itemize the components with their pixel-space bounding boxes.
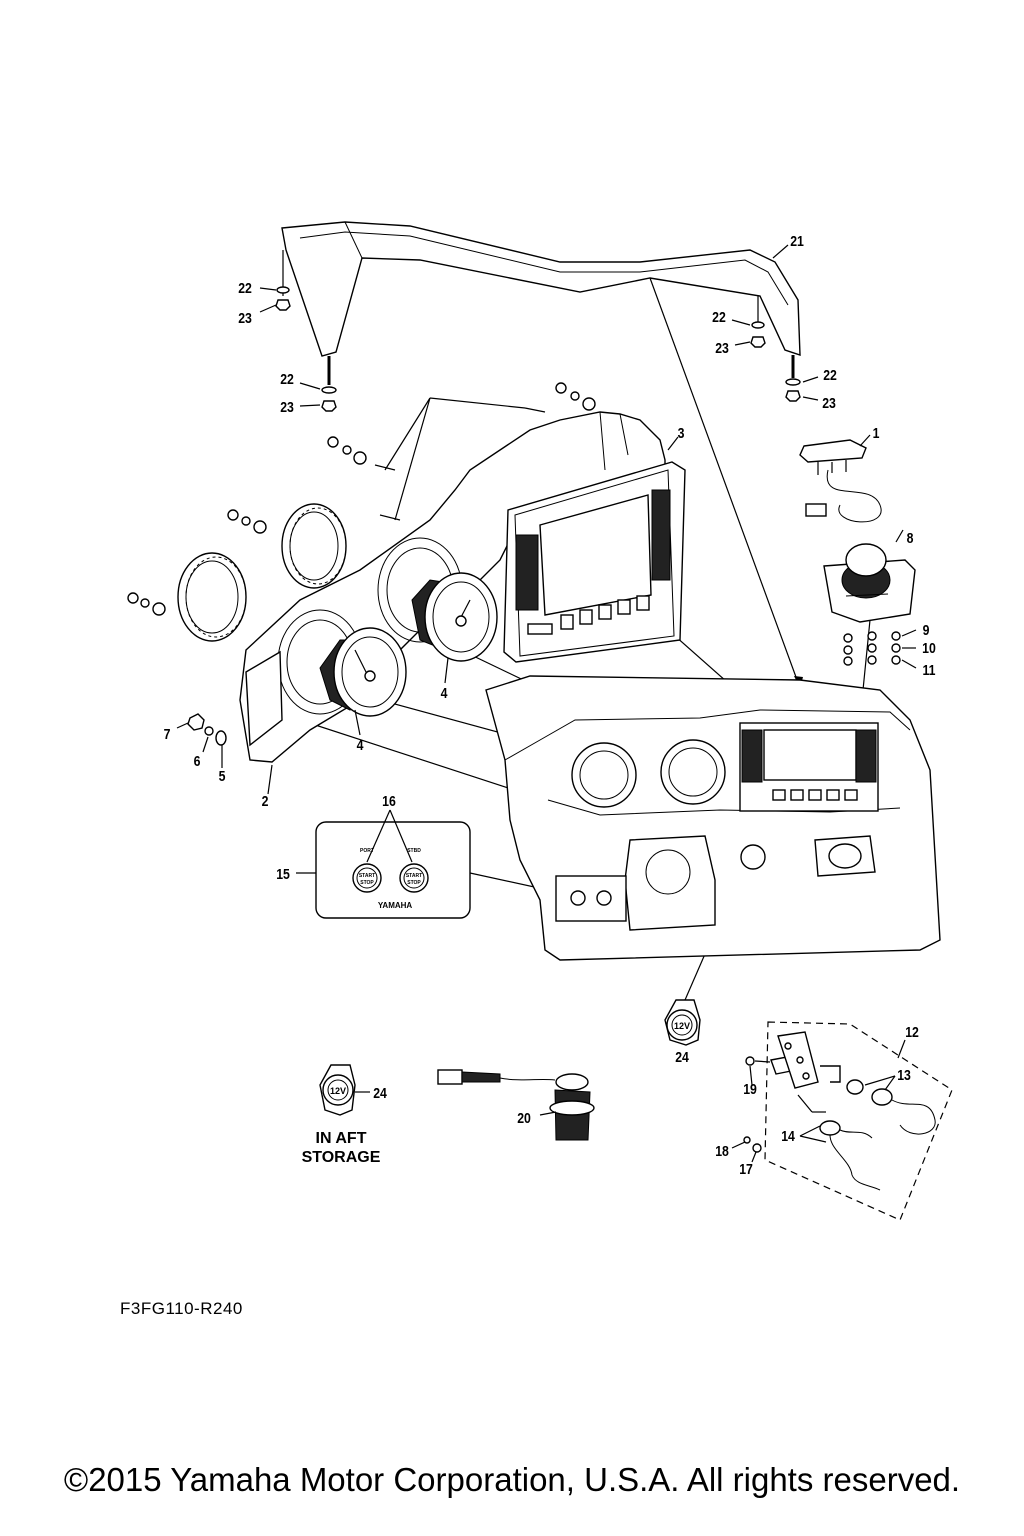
callout-23: 23 (238, 310, 252, 326)
copyright-notice: ©2015 Yamaha Motor Corporation, U.S.A. A… (63, 1461, 961, 1498)
aft-storage-note-line1: IN AFT (316, 1130, 367, 1147)
outlet-12v-label-aft: 12V (330, 1086, 346, 1096)
callout-4: 4 (357, 737, 364, 753)
outlet-24-upper: 12V (664, 999, 701, 1046)
multifunction-display (503, 436, 686, 663)
callout-3: 3 (678, 425, 685, 441)
yamaha-logo: YAMAHA (378, 901, 413, 910)
callout-13: 13 (897, 1067, 911, 1083)
callout-21: 21 (790, 233, 804, 249)
callout-18: 18 (715, 1143, 729, 1159)
callout-24: 24 (675, 1049, 689, 1065)
outlet-12v-label: 12V (674, 1021, 690, 1031)
callout-22: 22 (280, 371, 294, 387)
switch-panel-15: PORT STBD START STOP START STOP YAMAHA (296, 809, 471, 919)
switch-kit-12 (731, 1021, 953, 1221)
callout-7: 7 (164, 726, 171, 742)
gauge-right (411, 572, 498, 684)
gauge-left (319, 627, 407, 736)
stop-label-port: STOP (360, 880, 374, 886)
callout-17: 17 (739, 1161, 753, 1177)
dashboard-assembly (485, 675, 941, 961)
visor-fasteners (259, 250, 819, 412)
callout-23: 23 (822, 395, 836, 411)
module-unit (799, 434, 882, 523)
callout-6: 6 (194, 753, 201, 769)
callout-10: 10 (922, 640, 936, 656)
start-label-stbd: START (406, 873, 422, 879)
callout-8: 8 (907, 530, 914, 546)
callout-labels: 21 22 23 22 23 22 23 22 23 3 1 8 9 10 11… (164, 233, 937, 1177)
callout-4: 4 (441, 685, 448, 701)
panel-hardware (127, 382, 596, 795)
cable-port-20 (437, 1069, 595, 1141)
start-label-port: START (359, 873, 375, 879)
visor-cover (281, 221, 801, 357)
callout-1: 1 (873, 425, 880, 441)
callout-5: 5 (219, 768, 226, 784)
stbd-label: STBD (407, 848, 421, 854)
callout-19: 19 (743, 1081, 757, 1097)
callout-16: 16 (382, 793, 396, 809)
callout-23: 23 (715, 340, 729, 356)
aft-storage-note-line2: STORAGE (302, 1149, 381, 1166)
outlet-24-lower: 12V (319, 1064, 370, 1116)
callout-15: 15 (276, 866, 290, 882)
callout-23: 23 (280, 399, 294, 415)
callout-24: 24 (373, 1085, 387, 1101)
callout-11: 11 (923, 662, 936, 678)
gauge-trim-rings (177, 503, 347, 642)
stop-label-stbd: STOP (407, 880, 421, 886)
callout-14: 14 (781, 1128, 795, 1144)
diagram-code: F3FG110-R240 (120, 1299, 243, 1318)
callout-22: 22 (238, 280, 252, 296)
callout-12: 12 (905, 1024, 919, 1040)
callout-20: 20 (517, 1110, 531, 1126)
port-label: PORT (360, 848, 374, 854)
callout-22: 22 (712, 309, 726, 325)
callout-9: 9 (923, 622, 930, 638)
callout-22: 22 (823, 367, 837, 383)
callout-2: 2 (262, 793, 269, 809)
joystick-controller (823, 529, 917, 669)
